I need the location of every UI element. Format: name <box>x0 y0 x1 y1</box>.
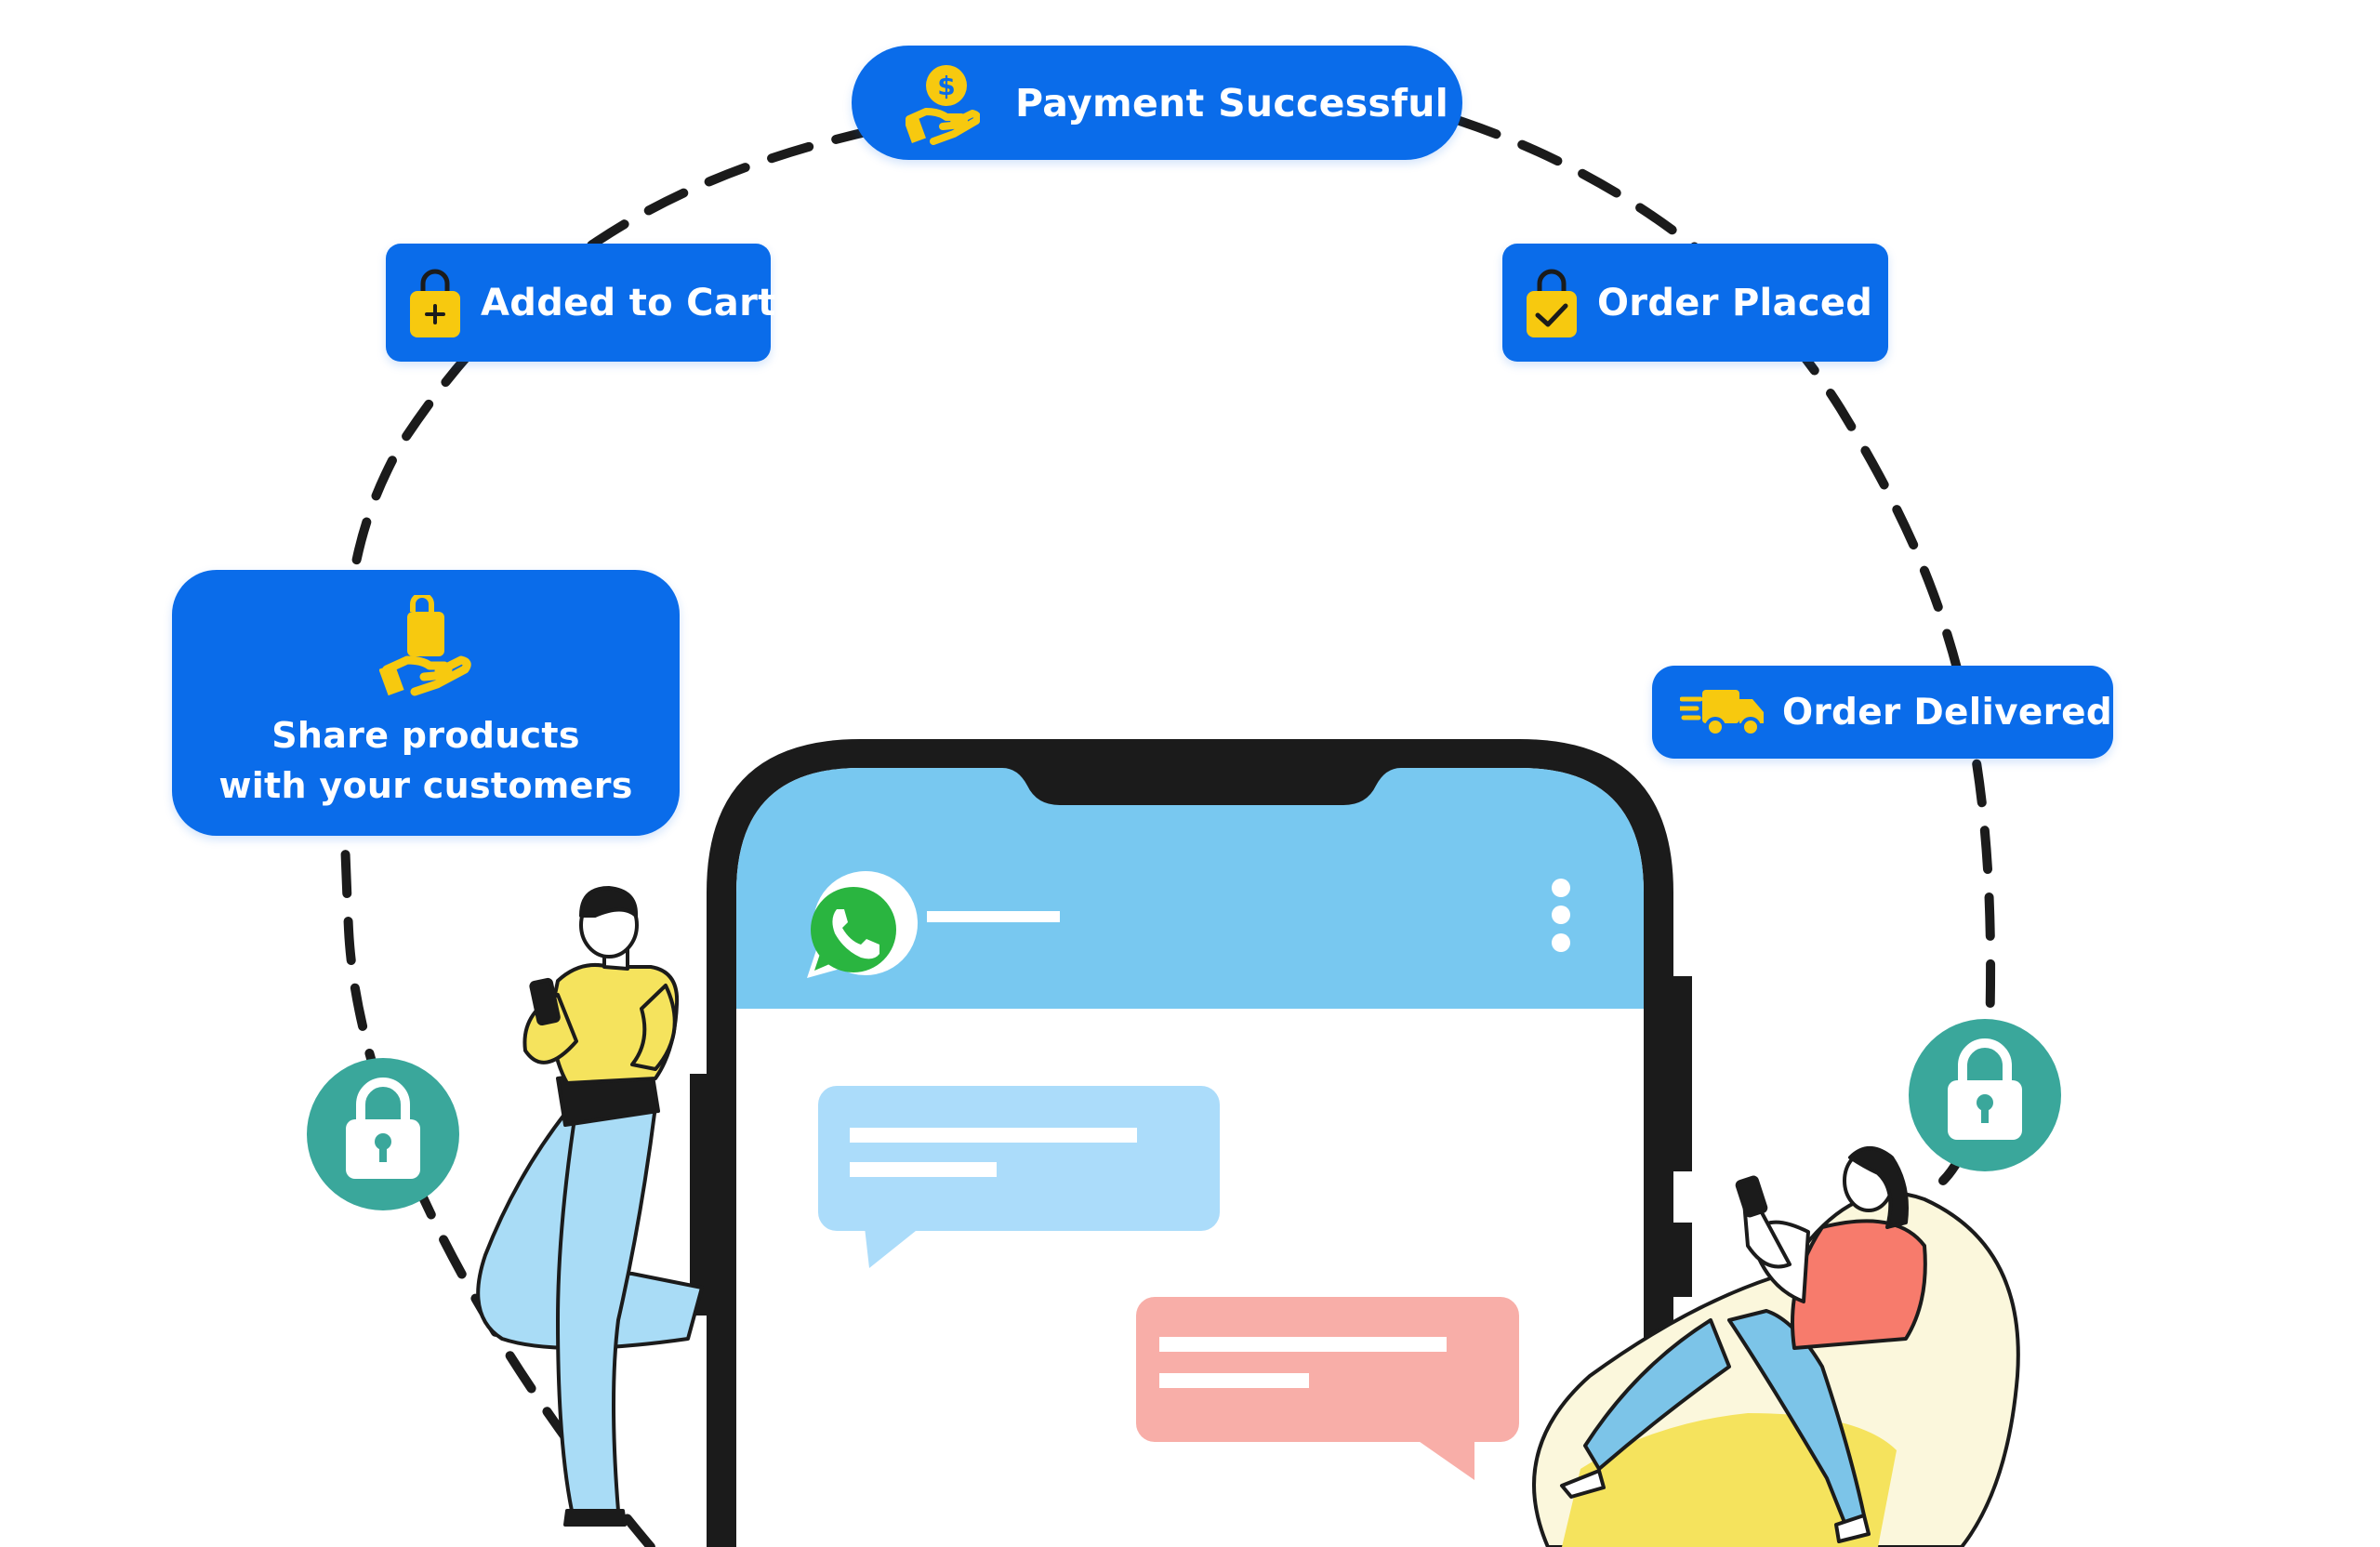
man-using-phone-illustration <box>476 886 704 1527</box>
step-label: Payment Successful <box>1015 80 1449 126</box>
svg-text:$: $ <box>937 71 955 101</box>
hand-coin-dollar-icon: $ <box>906 64 980 145</box>
step-label-line-2: with your customers <box>218 765 633 806</box>
step-share-products: Share products with your customers <box>172 570 680 836</box>
step-label: Added to Cart <box>481 281 776 324</box>
journey-dashed-path-right <box>1455 116 1996 1185</box>
phone-notch <box>1002 768 1401 805</box>
step-order-placed: Order Placed <box>1502 244 1888 362</box>
step-label: Order Placed <box>1597 281 1873 324</box>
fast-delivery-truck-icon <box>1680 690 1764 737</box>
shopping-bag-plus-icon <box>410 269 460 337</box>
more-vertical-icon <box>1552 879 1570 952</box>
chat-header <box>736 768 1644 1009</box>
padlock-icon <box>1909 1019 2061 1171</box>
step-label: Order Delivered <box>1782 691 2113 734</box>
woman-on-beanbag-illustration <box>1532 1146 2020 1547</box>
step-label-line-1: Share products <box>271 715 580 756</box>
contact-name-placeholder <box>927 911 1060 922</box>
outgoing-message-bubble <box>1136 1297 1519 1480</box>
whatsapp-logo-icon <box>807 870 919 978</box>
journey-dashed-path <box>337 126 879 1547</box>
incoming-message-bubble <box>818 1086 1220 1268</box>
step-payment-successful: $ Payment Successful <box>852 46 1462 160</box>
step-added-to-cart: Added to Cart <box>386 244 775 362</box>
hand-shopping-bag-icon <box>379 595 471 696</box>
padlock-icon <box>307 1058 459 1210</box>
step-order-delivered: Order Delivered <box>1652 666 2113 759</box>
shopping-bag-check-icon <box>1527 269 1577 337</box>
